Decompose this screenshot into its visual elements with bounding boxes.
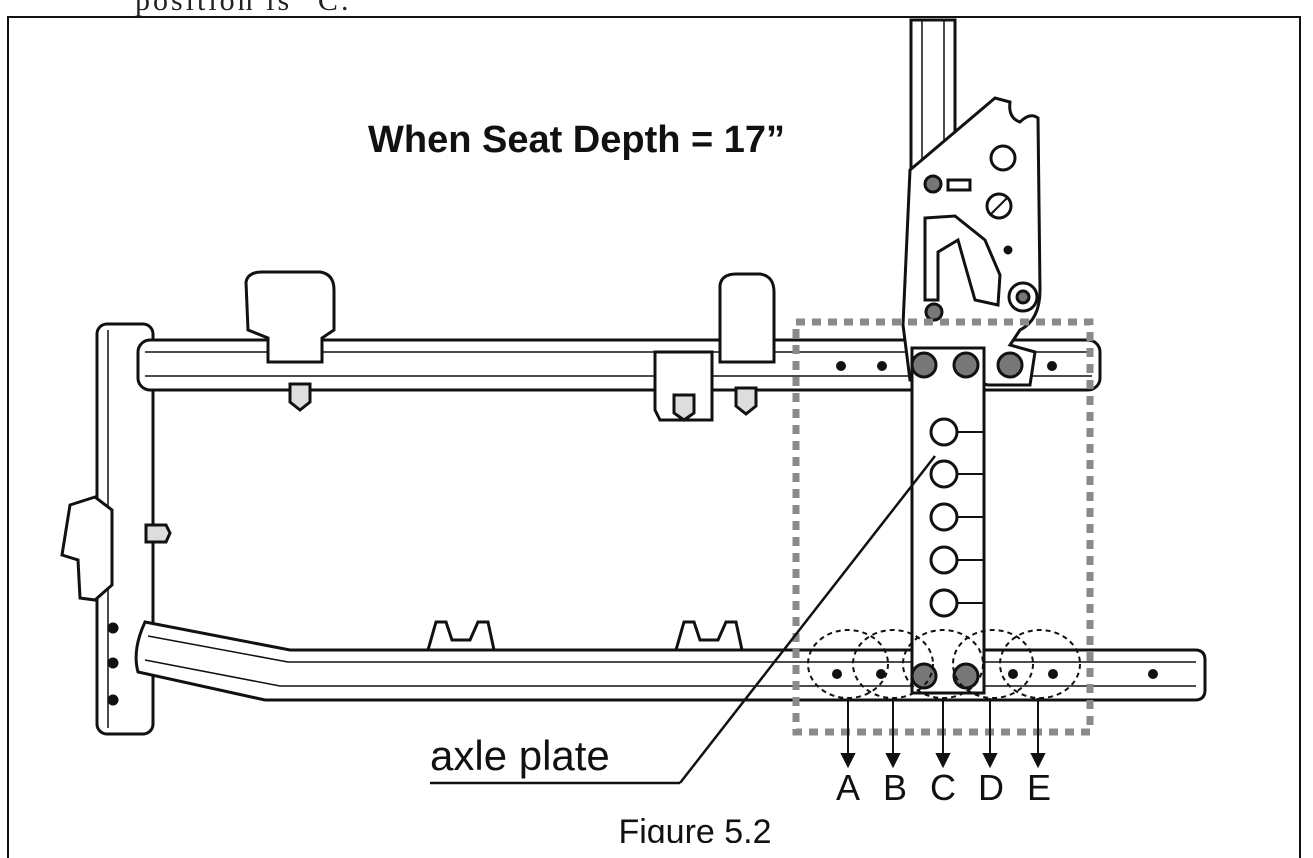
figure-caption: Figure 5.2 — [618, 813, 771, 843]
lower-clips — [426, 620, 744, 652]
axle-plate — [910, 346, 1024, 695]
position-label-e: E — [1027, 767, 1051, 808]
position-label-b: B — [883, 767, 907, 808]
lower-tube-holes — [832, 669, 1158, 679]
lower-tube — [134, 620, 1207, 702]
diagram-title: When Seat Depth = 17” — [368, 119, 785, 161]
axle-plate-label: axle plate — [430, 732, 610, 779]
upper-tube-holes — [836, 361, 1057, 371]
axle-plate-callout — [430, 455, 936, 785]
figure-frame — [7, 16, 1301, 858]
position-label-c: C — [930, 767, 956, 808]
position-label-d: D — [978, 767, 1004, 808]
header-fragment: position is "C." — [135, 0, 367, 17]
upper-bracket — [901, 96, 1042, 387]
post-clamp — [60, 495, 172, 602]
position-arrows — [840, 698, 1046, 769]
position-label-a: A — [836, 767, 860, 808]
upper-mount-blocks — [244, 270, 776, 422]
